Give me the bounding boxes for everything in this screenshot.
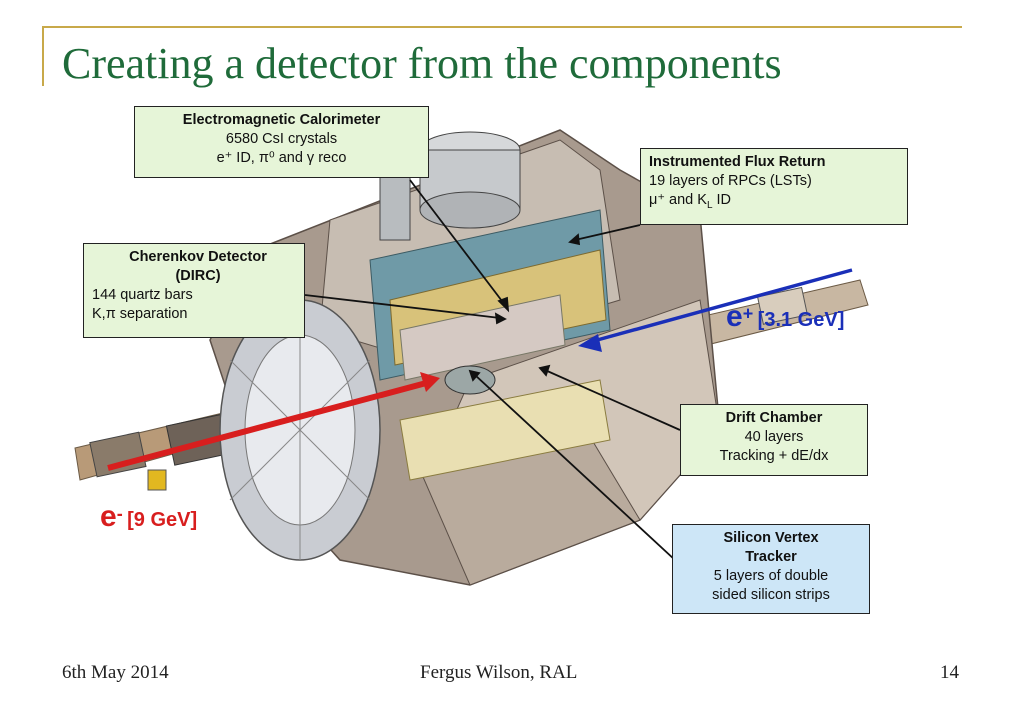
- label-svt-line1: 5 layers of double: [713, 568, 829, 584]
- label-ifr-line1: 19 layers of RPCs (LSTs): [649, 173, 812, 189]
- label-dch-line1: 40 layers: [744, 429, 804, 445]
- inner-detectors: [369, 209, 611, 481]
- positron-beam-arrow: [578, 268, 853, 352]
- positron-beam-label: e+ [3.1 GeV]: [726, 300, 845, 333]
- electron-beam-label: e- [9 GeV]: [100, 500, 198, 533]
- footer-date: 6th May 2014: [62, 662, 169, 683]
- label-dirc-title: Cherenkov Detector: [129, 249, 267, 265]
- page-number: 14: [940, 662, 959, 683]
- label-svt-title2: Tracker: [745, 549, 797, 565]
- label-emc-line2: e⁺ ID, π⁰ and γ reco: [216, 150, 347, 166]
- label-dirc: Cherenkov Detector (DIRC) 144 quartz bar…: [83, 243, 305, 338]
- label-dch-line2: Tracking + dE/dx: [719, 448, 829, 464]
- cryostat-chimney: [379, 131, 521, 241]
- label-emc-line1: 6580 CsI crystals: [225, 131, 338, 147]
- label-dirc-line2: K,π separation: [92, 306, 188, 322]
- label-ifr: Instrumented Flux Return 19 layers of RP…: [640, 148, 908, 225]
- label-pointers: [304, 179, 681, 561]
- label-svt-line2: sided silicon strips: [712, 587, 830, 603]
- label-svt: Silicon Vertex Tracker 5 layers of doubl…: [672, 524, 870, 614]
- electron-beam-arrow: [107, 372, 440, 471]
- label-emc-title: Electromagnetic Calorimeter: [182, 112, 381, 128]
- label-dch-title: Drift Chamber: [725, 410, 823, 426]
- label-ifr-line2: μ⁺ and KL ID: [649, 192, 732, 211]
- label-dirc-line1: 144 quartz bars: [92, 287, 193, 303]
- footer-author: Fergus Wilson, RAL: [420, 662, 578, 683]
- label-emc: Electromagnetic Calorimeter 6580 CsI cry…: [134, 106, 429, 178]
- label-dch: Drift Chamber 40 layers Tracking + dE/dx: [680, 404, 868, 476]
- title-accent-line: [42, 26, 962, 28]
- title-accent-bar: [42, 26, 44, 86]
- label-ifr-title: Instrumented Flux Return: [649, 154, 826, 170]
- label-dirc-title2: (DIRC): [175, 268, 221, 284]
- slide-title: Creating a detector from the components: [62, 39, 782, 88]
- label-svt-title: Silicon Vertex: [723, 530, 819, 546]
